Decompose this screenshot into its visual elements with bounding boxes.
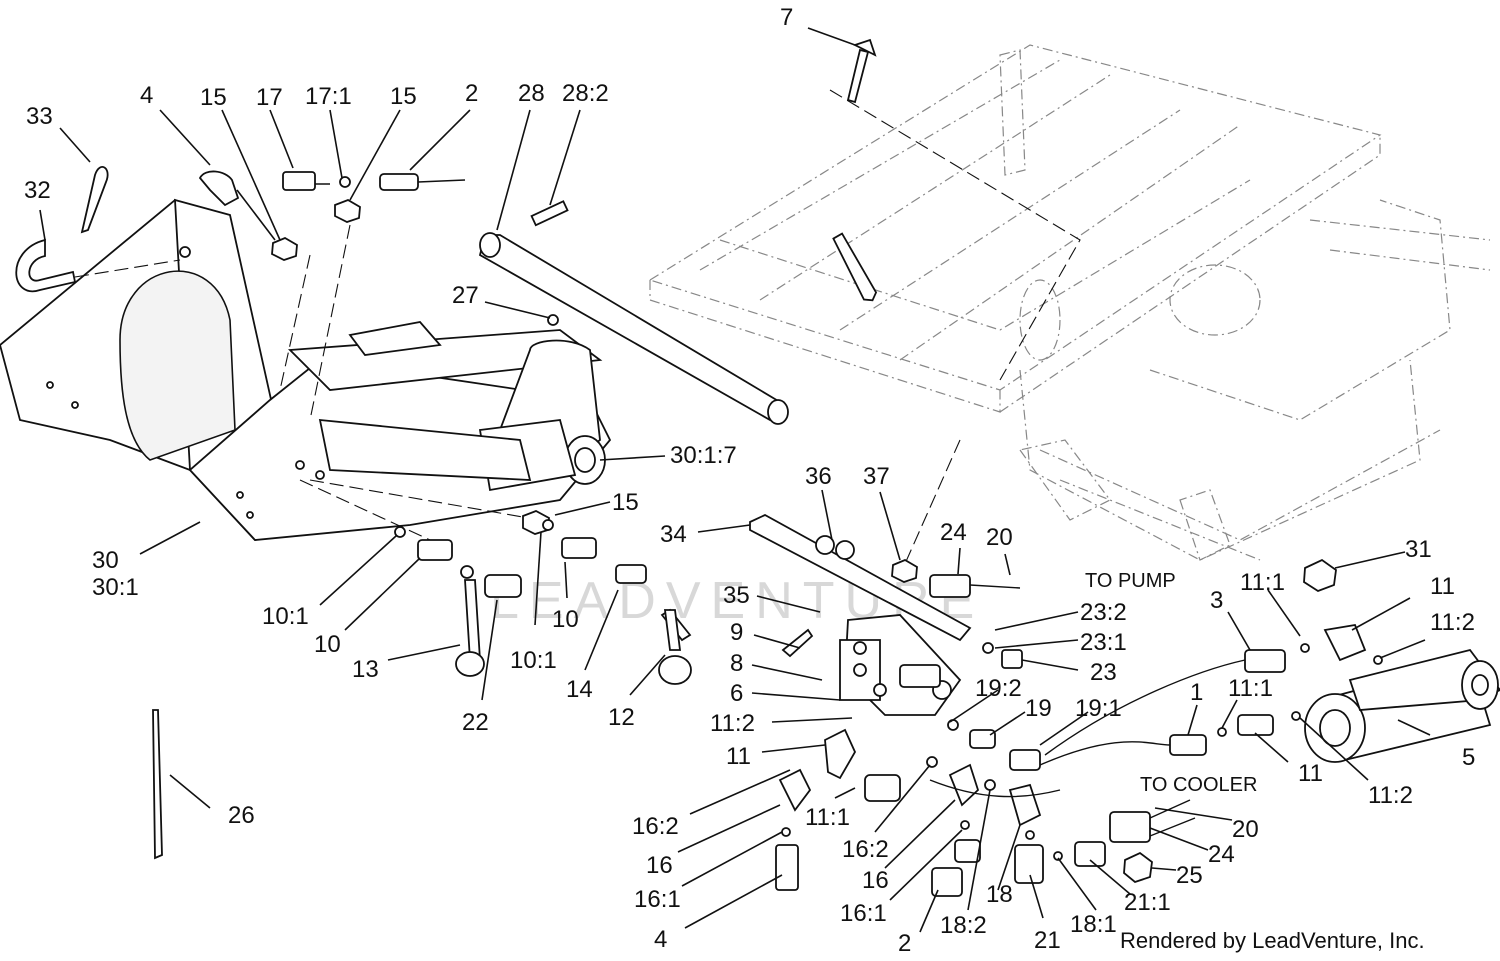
- callout-17-1: 17:1: [305, 83, 352, 110]
- callout-11-2: 11:2: [710, 710, 755, 737]
- callout-labels: 7 33 32 4 15 17 17:1 15 2 28 28:2 27 30:…: [24, 4, 1475, 957]
- callout-11-2: 11:2: [1430, 609, 1475, 636]
- callout-18: 18: [986, 881, 1013, 908]
- deck-housing: [0, 198, 612, 541]
- callout-31: 31: [1405, 536, 1432, 563]
- top-fittings: [15, 166, 466, 293]
- callout-21-1: 21:1: [1124, 889, 1171, 916]
- callout-28-2: 28:2: [562, 80, 609, 107]
- callout-30-1: 30:1: [92, 574, 139, 601]
- callout-10: 10: [314, 631, 341, 658]
- callout-11-1: 11:1: [1240, 569, 1285, 596]
- callout-11-1: 11:1: [1228, 675, 1273, 702]
- callout-16: 16: [862, 867, 889, 894]
- callout-15: 15: [612, 489, 639, 516]
- callout-5: 5: [1462, 744, 1475, 771]
- leader-lines: [39, 27, 1431, 933]
- callout-26: 26: [228, 802, 255, 829]
- callout-23-1: 23:1: [1080, 629, 1127, 656]
- callout-10-1: 10:1: [510, 647, 557, 674]
- callout-11: 11: [726, 743, 751, 770]
- callout-7: 7: [780, 4, 793, 31]
- callout-32: 32: [24, 177, 51, 204]
- callout-27: 27: [452, 282, 479, 309]
- callout-14: 14: [566, 676, 593, 703]
- callout-13: 13: [352, 656, 379, 683]
- callout-6: 6: [730, 680, 743, 707]
- guide-lines: [279, 89, 1081, 576]
- callout-25: 25: [1176, 862, 1203, 889]
- callout-2: 2: [465, 80, 478, 107]
- callout-4: 4: [140, 82, 153, 109]
- callout-19: 19: [1025, 695, 1052, 722]
- callout-16-2: 16:2: [842, 836, 889, 863]
- callout-37: 37: [863, 463, 890, 490]
- callout-16-1: 16:1: [840, 900, 887, 927]
- callout-30: 30: [92, 547, 119, 574]
- callout-23: 23: [1090, 659, 1117, 686]
- note-to-pump: TO PUMP: [1085, 570, 1176, 592]
- callout-17: 17: [256, 84, 283, 111]
- callout-22: 22: [462, 709, 489, 736]
- callout-4: 4: [654, 926, 667, 953]
- callout-15: 15: [200, 84, 227, 111]
- callout-24: 24: [1208, 841, 1235, 868]
- callout-23-2: 23:2: [1080, 599, 1127, 626]
- callout-2: 2: [898, 930, 911, 957]
- callout-1: 1: [1190, 679, 1203, 706]
- misc-parts: [547, 38, 878, 326]
- callout-8: 8: [730, 650, 743, 677]
- callout-18-2: 18:2: [940, 912, 987, 939]
- callout-28: 28: [518, 80, 545, 107]
- pivot-shaft: [478, 200, 789, 425]
- callout-16-2: 16:2: [632, 813, 679, 840]
- callout-11-2: 11:2: [1368, 782, 1413, 809]
- callout-15: 15: [390, 83, 417, 110]
- callout-20: 20: [986, 524, 1013, 551]
- callout-16: 16: [646, 852, 673, 879]
- callout-19-2: 19:2: [975, 675, 1022, 702]
- callout-30-1-7: 30:1:7: [670, 442, 737, 469]
- callout-21: 21: [1034, 927, 1061, 954]
- callout-3: 3: [1210, 587, 1223, 614]
- callout-35: 35: [723, 582, 750, 609]
- callout-24: 24: [940, 519, 967, 546]
- lower-left-fittings: [152, 510, 692, 860]
- callout-11: 11: [1430, 573, 1455, 600]
- hydraulic-cylinder: [929, 558, 1500, 798]
- callout-10: 10: [552, 606, 579, 633]
- valve-assembly: [749, 513, 1041, 771]
- callout-11-1: 11:1: [805, 804, 850, 831]
- callout-9: 9: [730, 619, 743, 646]
- callout-19-1: 19:1: [1075, 695, 1122, 722]
- callout-11: 11: [1298, 760, 1323, 787]
- note-to-cooler: TO COOLER: [1140, 774, 1257, 796]
- callout-33: 33: [26, 103, 53, 130]
- callout-34: 34: [660, 521, 687, 548]
- callout-12: 12: [608, 704, 635, 731]
- callout-16-1: 16:1: [634, 886, 681, 913]
- credit-text: Rendered by LeadVenture, Inc.: [1120, 928, 1425, 953]
- callout-20: 20: [1232, 816, 1259, 843]
- lower-middle-fittings: [775, 728, 1196, 897]
- mower-frame: [648, 44, 1491, 561]
- callout-36: 36: [805, 463, 832, 490]
- callout-10-1: 10:1: [262, 603, 309, 630]
- callout-18-1: 18:1: [1070, 911, 1117, 938]
